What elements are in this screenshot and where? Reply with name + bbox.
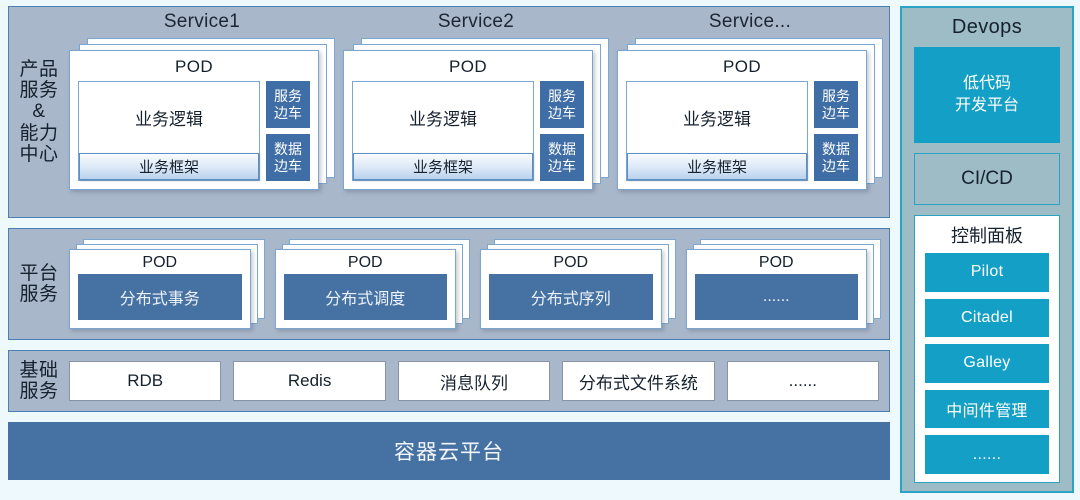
pod-stack: POD 业务逻辑 业务框架 服务 边车 数据 边车 bbox=[617, 38, 883, 196]
business-framework-label: 业务框架 bbox=[627, 153, 807, 180]
pod-card[interactable]: POD 业务逻辑 业务框架 服务 边车 数据 边车 bbox=[69, 50, 319, 190]
service-card[interactable]: Service... POD 业务逻辑 业务框架 bbox=[617, 9, 883, 196]
lowcode-platform-box[interactable]: 低代码 开发平台 bbox=[914, 47, 1060, 143]
band-product-services: 产品 服务 & 能力 中心 Service1 POD bbox=[8, 6, 890, 218]
container-cloud-platform-bar: 容器云平台 bbox=[8, 422, 890, 480]
service-sidecar: 服务 边车 bbox=[266, 81, 310, 128]
platform-pod-card[interactable]: POD ...... bbox=[685, 249, 867, 329]
platform-pod-card[interactable]: POD 分布式调度 bbox=[274, 249, 456, 329]
pod-card[interactable]: POD 业务逻辑 业务框架 服务 边车 数据 边车 bbox=[617, 50, 867, 190]
business-logic-column: 业务逻辑 业务框架 bbox=[626, 81, 808, 181]
platform-pod-card[interactable]: POD 分布式序列 bbox=[480, 249, 662, 329]
band-label-basic-services: 基础 服务 bbox=[19, 359, 59, 402]
pod-title: POD bbox=[758, 254, 794, 271]
business-logic-label: 业务逻辑 bbox=[409, 110, 477, 129]
platform-service-name: 分布式调度 bbox=[283, 274, 447, 320]
platform-pod-stack[interactable]: POD 分布式序列 bbox=[480, 239, 676, 329]
band-basic-services: 基础 服务 RDB Redis 消息队列 分布式文件系统 ...... bbox=[8, 350, 890, 412]
data-sidecar: 数据 边车 bbox=[266, 134, 310, 181]
control-panel-title: 控制面板 bbox=[951, 226, 1023, 246]
control-panel-item-galley[interactable]: Galley bbox=[925, 344, 1049, 383]
pod-title: POD bbox=[722, 57, 762, 76]
pod-title: POD bbox=[347, 254, 383, 271]
data-sidecar: 数据 边车 bbox=[814, 134, 858, 181]
basic-service-row: RDB Redis 消息队列 分布式文件系统 ...... bbox=[69, 351, 889, 411]
platform-pod-stack[interactable]: POD ...... bbox=[685, 239, 881, 329]
control-panel-list: Pilot Citadel Galley 中间件管理 ...... bbox=[925, 253, 1049, 474]
basic-service-item[interactable]: 消息队列 bbox=[397, 361, 551, 401]
service-title: Service... bbox=[708, 11, 792, 32]
sidecar-column: 服务 边车 数据 边车 bbox=[814, 81, 858, 181]
platform-pod-card[interactable]: POD 分布式事务 bbox=[69, 249, 251, 329]
platform-pod-stack[interactable]: POD 分布式事务 bbox=[69, 239, 265, 329]
cicd-box[interactable]: CI/CD bbox=[914, 153, 1060, 205]
control-panel-item-pilot[interactable]: Pilot bbox=[925, 253, 1049, 292]
control-panel-item-middleware[interactable]: 中间件管理 bbox=[925, 389, 1049, 429]
control-panel: 控制面板 Pilot Citadel Galley 中间件管理 ...... bbox=[914, 215, 1060, 483]
platform-service-name: 分布式序列 bbox=[489, 274, 653, 320]
business-logic-column: 业务逻辑 业务框架 bbox=[352, 81, 534, 181]
basic-service-item[interactable]: ...... bbox=[726, 361, 880, 401]
service-sidecar: 服务 边车 bbox=[814, 81, 858, 128]
pod-card[interactable]: POD 业务逻辑 业务框架 服务 边车 数据 边车 bbox=[343, 50, 593, 190]
platform-service-name: 分布式事务 bbox=[78, 274, 242, 320]
sidecar-column: 服务 边车 数据 边车 bbox=[266, 81, 310, 181]
business-logic-label: 业务逻辑 bbox=[135, 110, 203, 129]
basic-service-item[interactable]: Redis bbox=[233, 361, 386, 401]
pod-title: POD bbox=[174, 57, 214, 76]
basic-service-item[interactable]: 分布式文件系统 bbox=[562, 361, 715, 401]
business-framework-label: 业务框架 bbox=[353, 153, 533, 180]
basic-service-item[interactable]: RDB bbox=[69, 361, 222, 401]
devops-sidebar: Devops 低代码 开发平台 CI/CD 控制面板 Pilot Citadel… bbox=[900, 6, 1074, 493]
service-card-row: Service1 POD 业务逻辑 业务框架 bbox=[69, 7, 889, 217]
control-panel-item-more[interactable]: ...... bbox=[925, 435, 1049, 474]
service-title: Service2 bbox=[437, 11, 515, 32]
business-logic-column: 业务逻辑 业务框架 bbox=[78, 81, 260, 181]
pod-title: POD bbox=[553, 254, 589, 271]
main-stack: 产品 服务 & 能力 中心 Service1 POD bbox=[8, 6, 890, 496]
platform-service-name: ...... bbox=[694, 274, 858, 320]
sidecar-column: 服务 边车 数据 边车 bbox=[540, 81, 584, 181]
band-body-platform-services: POD 分布式事务 POD 分布式调度 bbox=[69, 229, 889, 339]
platform-card-row: POD 分布式事务 POD 分布式调度 bbox=[69, 229, 889, 339]
platform-pod-stack[interactable]: POD 分布式调度 bbox=[274, 239, 470, 329]
pod-body: 业务逻辑 业务框架 服务 边车 数据 边车 bbox=[618, 81, 866, 189]
service-title: Service1 bbox=[163, 11, 241, 32]
service-sidecar: 服务 边车 bbox=[540, 81, 584, 128]
band-label-product-services: 产品 服务 & 能力 中心 bbox=[19, 58, 59, 165]
data-sidecar: 数据 边车 bbox=[540, 134, 584, 181]
band-body-basic-services: RDB Redis 消息队列 分布式文件系统 ...... bbox=[69, 351, 889, 411]
band-platform-services: 平台 服务 POD 分布式事务 bbox=[8, 228, 890, 340]
pod-stack: POD 业务逻辑 业务框架 服务 边车 数据 边车 bbox=[69, 38, 335, 196]
band-label-platform-services: 平台 服务 bbox=[19, 262, 59, 305]
pod-title: POD bbox=[142, 254, 178, 271]
pod-stack: POD 业务逻辑 业务框架 服务 边车 数据 边车 bbox=[343, 38, 609, 196]
band-body-product-services: Service1 POD 业务逻辑 业务框架 bbox=[69, 7, 889, 217]
business-framework-label: 业务框架 bbox=[79, 153, 259, 180]
control-panel-item-citadel[interactable]: Citadel bbox=[925, 298, 1049, 338]
business-logic-label: 业务逻辑 bbox=[683, 110, 751, 129]
pod-title: POD bbox=[448, 57, 488, 76]
pod-body: 业务逻辑 业务框架 服务 边车 数据 边车 bbox=[70, 81, 318, 189]
pod-body: 业务逻辑 业务框架 服务 边车 数据 边车 bbox=[344, 81, 592, 189]
devops-title: Devops bbox=[951, 16, 1023, 38]
service-card[interactable]: Service2 POD 业务逻辑 业务框架 bbox=[343, 9, 609, 196]
service-card[interactable]: Service1 POD 业务逻辑 业务框架 bbox=[69, 9, 335, 196]
